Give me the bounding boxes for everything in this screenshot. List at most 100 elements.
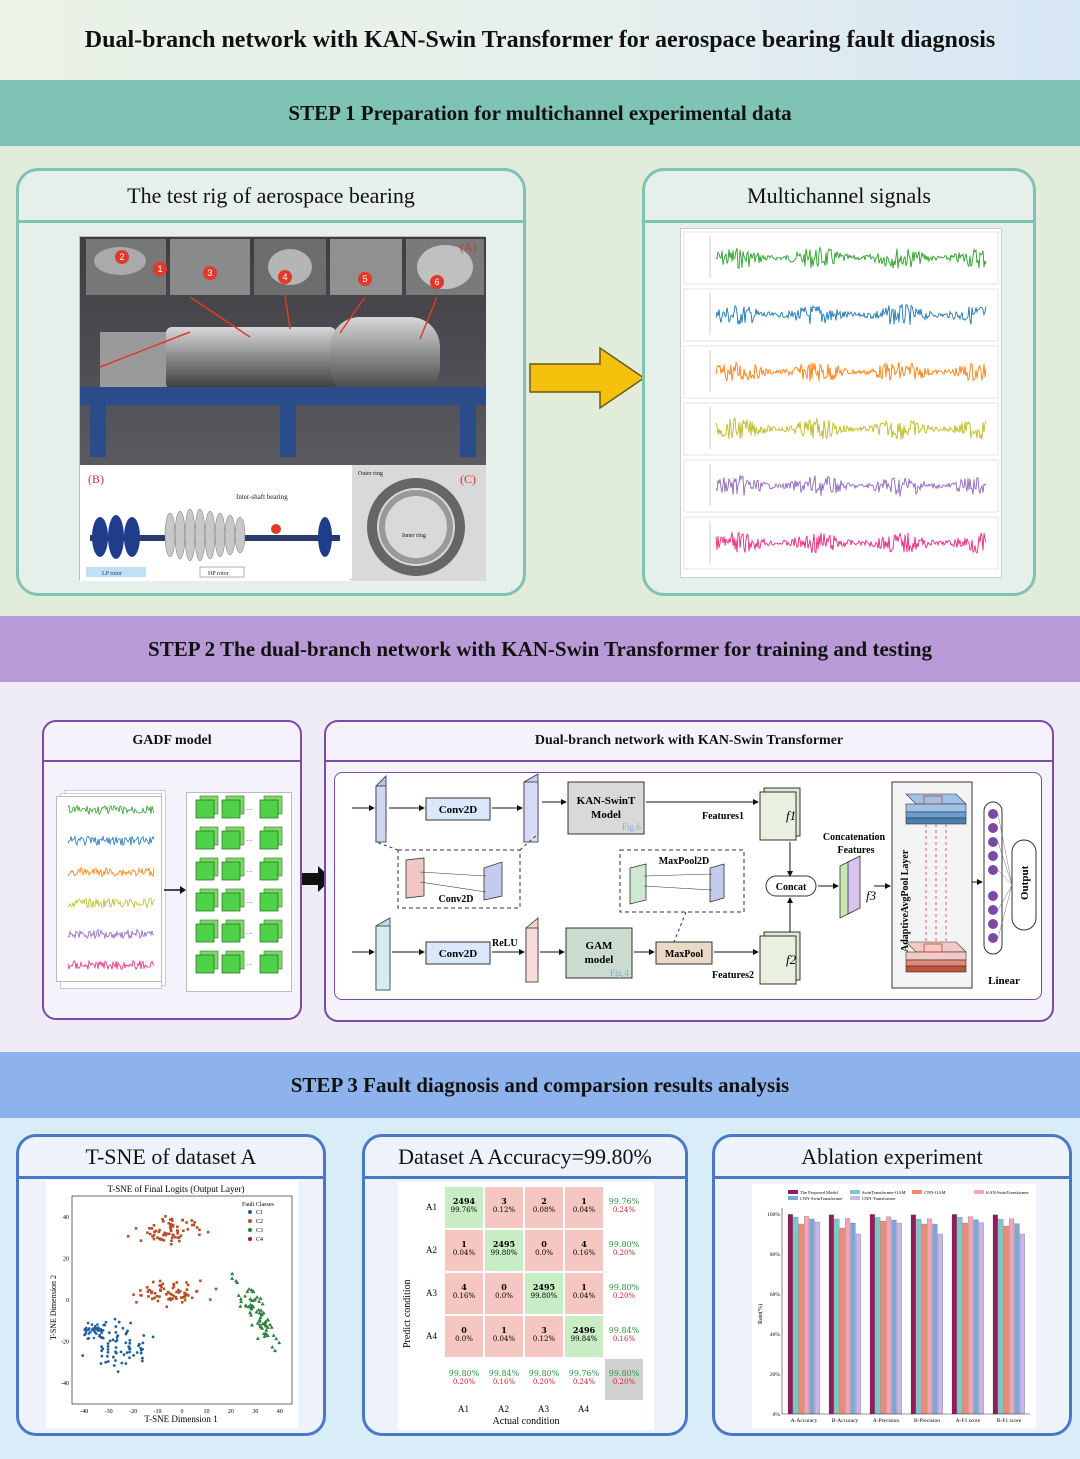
gadf-cube: [259, 830, 279, 850]
tsne-point: [162, 1219, 165, 1223]
tsne-point: [239, 1299, 244, 1304]
ablation-bar: [896, 1222, 902, 1415]
tsne-point: [192, 1223, 196, 1227]
tsne-point: [159, 1288, 162, 1292]
tsne-point: [183, 1291, 186, 1295]
tsne-point: [92, 1336, 96, 1340]
tsne-point: [172, 1294, 176, 1298]
tsne-point: [91, 1327, 95, 1330]
gadf-arrow: [164, 886, 186, 894]
tsne-point: [248, 1302, 253, 1307]
tsne-point: [106, 1350, 110, 1354]
tsne-point: [128, 1356, 131, 1360]
ablation-legend-label: KAN-SwinTransformer: [986, 1190, 1029, 1195]
ablation-y-tick: 80%: [770, 1252, 781, 1258]
ablation-bar: [1009, 1218, 1015, 1415]
tsne-point: [171, 1236, 174, 1240]
tsne-point: [258, 1324, 263, 1329]
tsne-point: [158, 1237, 161, 1240]
tsne-point: [158, 1279, 162, 1283]
ablation-bar: [814, 1221, 820, 1415]
tsne-legend-label: C1: [256, 1210, 263, 1216]
ablation-bar: [804, 1216, 810, 1415]
tsne-point: [98, 1333, 101, 1337]
tsne-point: [262, 1334, 267, 1338]
tsne-point: [111, 1355, 115, 1359]
tsne-x-tick: -20: [129, 1409, 137, 1415]
tsne-point: [251, 1298, 256, 1302]
tsne-x-tick: 0: [181, 1409, 184, 1415]
tsne-plot: T-SNE of Final Logits (Output Layer) T-S…: [46, 1180, 298, 1428]
confusion-cell: 99.84%0.16%: [604, 1315, 644, 1358]
tsne-x-tick: 10: [203, 1409, 209, 1415]
gadf-cube: [259, 861, 279, 881]
tsne-x-tick: 40: [277, 1409, 283, 1415]
tsne-point: [100, 1345, 103, 1349]
tsne-y-tick: 40: [63, 1215, 69, 1221]
tsne-point: [176, 1225, 179, 1229]
ablation-legend-label: CNN-GAM: [924, 1190, 946, 1195]
signal-trace-2: [715, 304, 987, 325]
ablation-bar: [845, 1218, 851, 1415]
gadf-cubes: ··················: [195, 795, 283, 974]
gadf-trace-4: [67, 897, 155, 910]
tsne-point: [248, 1313, 253, 1317]
tsne-point: [84, 1330, 88, 1333]
ablation-x-tick: A-Accuracy: [791, 1418, 818, 1424]
ablation-bar: [891, 1219, 897, 1415]
fig4-label: Fig.4: [610, 968, 629, 978]
tsne-point: [106, 1342, 110, 1345]
tsne-point: [105, 1354, 109, 1358]
detail-thumbnails: [86, 239, 484, 295]
tsne-point: [119, 1350, 123, 1354]
ablation-legend-swatch: [850, 1196, 860, 1200]
tsne-point: [84, 1332, 87, 1336]
ablation-bar: [855, 1233, 861, 1415]
tsne-point: [166, 1290, 170, 1294]
tsne-point: [106, 1360, 110, 1363]
tsne-point: [177, 1288, 180, 1292]
tsne-point: [114, 1351, 118, 1355]
tsne-point: [139, 1293, 142, 1297]
tsne-point: [155, 1294, 159, 1298]
ablation-legend-swatch: [850, 1190, 860, 1194]
ablation-bar: [968, 1216, 974, 1415]
tsne-point: [150, 1227, 154, 1230]
tsne-point: [258, 1296, 263, 1300]
ablation-legend-swatch: [974, 1190, 984, 1194]
ablation-title: Ablation experiment: [715, 1137, 1069, 1179]
f3-label: f3: [866, 888, 877, 903]
tsne-point: [183, 1294, 187, 1298]
gadf-cube: [221, 861, 241, 881]
confusion-cell: 99.80%0.20%: [604, 1358, 644, 1401]
tsne-point: [126, 1234, 130, 1238]
tsne-point: [179, 1296, 183, 1299]
ablation-bar: [921, 1223, 927, 1415]
ablation-y-tick: 40%: [770, 1332, 781, 1338]
tsne-point: [164, 1233, 167, 1236]
tsne-point: [175, 1290, 178, 1294]
tsne-point: [154, 1229, 158, 1233]
tsne-ylabel: T-SNE Dimension 2: [49, 1275, 58, 1340]
tsne-point: [139, 1239, 143, 1242]
tsne-point: [167, 1297, 170, 1301]
tsne-point: [250, 1322, 255, 1327]
tsne-point: [169, 1298, 173, 1302]
tsne-point: [101, 1347, 105, 1351]
tsne-point: [151, 1280, 155, 1284]
tsne-point: [168, 1225, 172, 1229]
output-label: Output: [1019, 865, 1031, 900]
tsne-point: [185, 1288, 189, 1291]
ablation-x-tick: B-Precision: [914, 1418, 940, 1424]
tsne-point: [177, 1236, 181, 1239]
photo-number-markers: 2 1 3 4 5 6: [115, 250, 444, 289]
tsne-point: [193, 1221, 196, 1224]
tsne-point: [179, 1234, 183, 1237]
tsne-point: [260, 1301, 265, 1306]
tsne-x-tick: -10: [154, 1409, 162, 1415]
tsne-point: [112, 1364, 116, 1367]
tsne-point: [158, 1228, 161, 1232]
